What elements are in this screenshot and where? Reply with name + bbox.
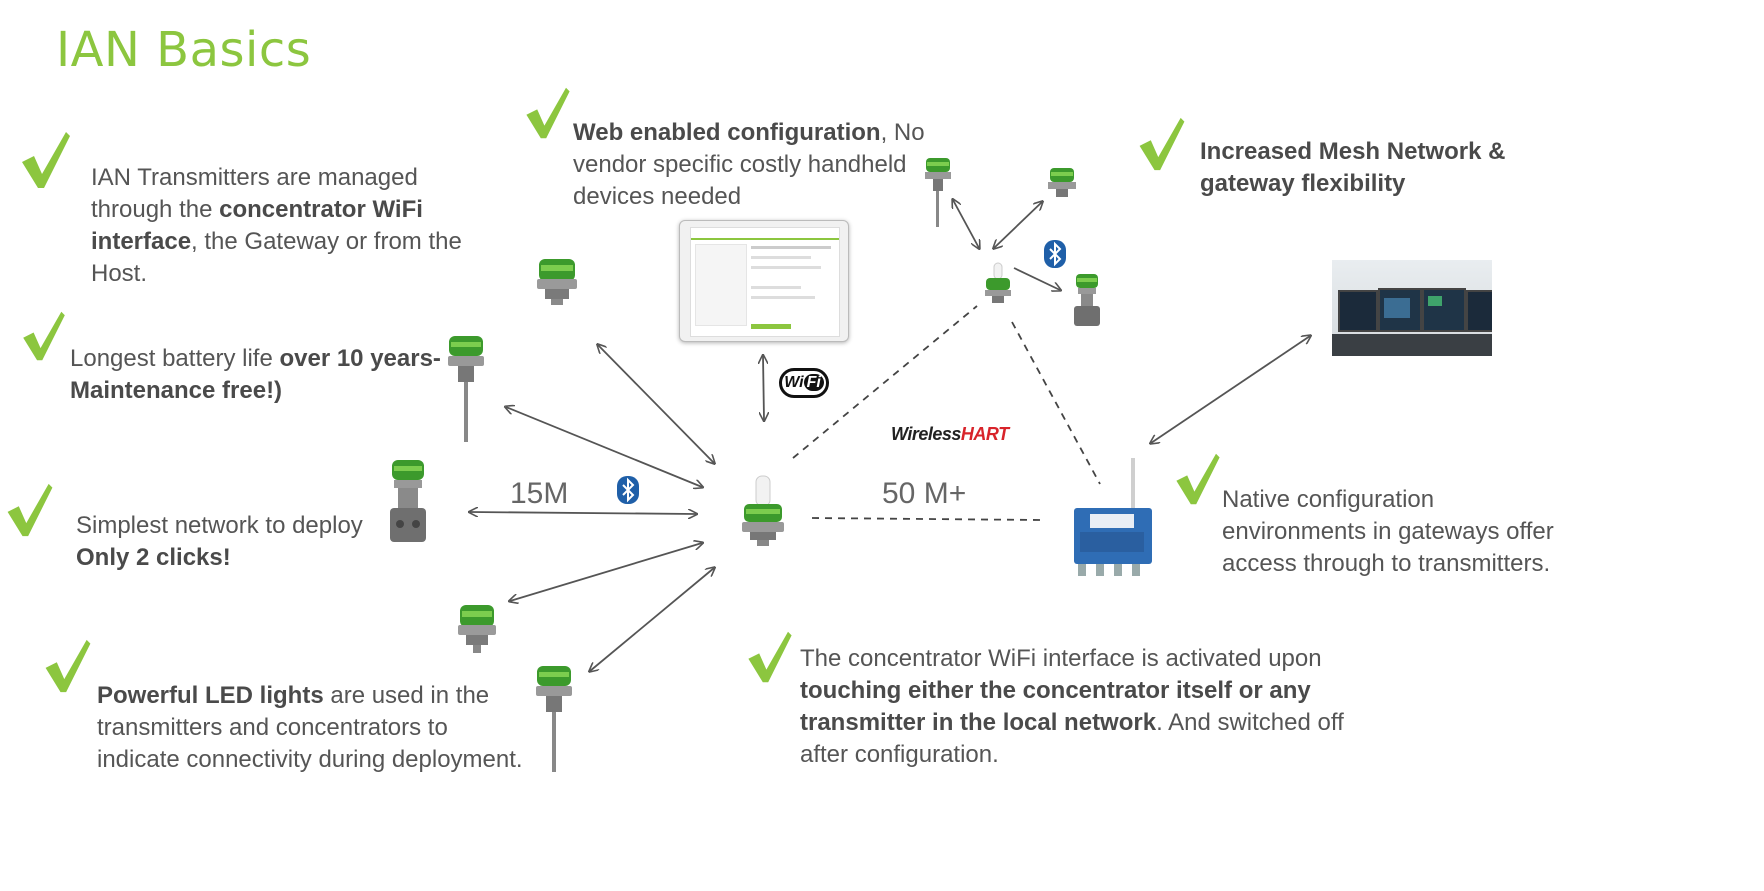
host-monitor <box>1466 290 1492 332</box>
arrow-transmitter-3 <box>470 512 696 514</box>
transmitter-device <box>1048 168 1076 197</box>
host-monitor-display <box>1428 296 1442 306</box>
gateway-device <box>1074 458 1152 576</box>
check-icon <box>7 483 53 537</box>
dashed-concentrator-mesh <box>792 305 978 459</box>
concentrator-device <box>985 262 1011 303</box>
tablet-row <box>751 246 831 249</box>
host-monitor <box>1422 288 1466 332</box>
host-control-room-image <box>1332 260 1492 356</box>
tablet-row <box>751 266 821 269</box>
tablet-apply-button <box>751 324 791 329</box>
callout-native: Native configuration environments in gat… <box>1222 486 1554 577</box>
callout-battery: Longest battery life over 10 years- Main… <box>70 345 441 404</box>
transmitter-device <box>390 460 426 542</box>
callout-led: Powerful LED lights are used in the tran… <box>97 682 523 773</box>
arrow-host <box>1151 336 1310 443</box>
arrow-tablet <box>763 356 764 420</box>
arrow-transmitter-4 <box>510 543 702 601</box>
check-icon <box>22 132 70 188</box>
callout-managed: IAN Transmitters are managed through the… <box>91 164 462 287</box>
arrow-transmitter-2 <box>506 407 702 487</box>
check-icon <box>748 631 792 683</box>
bluetooth-icon <box>617 476 639 504</box>
arrow-mesh-1 <box>953 200 979 248</box>
wirelesshart-logo: WirelessHART <box>891 424 1009 444</box>
transmitter-device <box>536 666 572 772</box>
arrow-transmitter-1 <box>598 345 714 463</box>
check-icon <box>526 87 570 139</box>
check-icon <box>23 311 65 361</box>
tablet-row <box>751 296 815 299</box>
transmitter-device <box>537 259 577 305</box>
distance-wireless-label: 50 M+ <box>882 477 967 510</box>
host-monitor-display <box>1384 298 1410 318</box>
dashed-concentrator-gateway <box>811 517 1041 521</box>
tablet-config-screen <box>679 220 849 342</box>
transmitter-device <box>448 336 484 442</box>
bluetooth-icon <box>1044 240 1066 268</box>
tablet-side-panel <box>695 244 747 326</box>
page-title: IAN Basics <box>56 22 312 78</box>
transmitter-device <box>458 605 496 653</box>
transmitter-device <box>1074 274 1100 326</box>
tablet-screen <box>690 227 840 337</box>
tablet-row <box>751 256 811 259</box>
host-monitor <box>1338 290 1378 332</box>
callout-concentrator: The concentrator WiFi interface is activ… <box>800 645 1344 768</box>
callout-web: Web enabled configuration, No vendor spe… <box>573 119 925 210</box>
host-desk <box>1332 334 1492 356</box>
dashed-mesh-gateway <box>1011 321 1101 485</box>
arrow-mesh-3 <box>1013 267 1060 290</box>
callout-mesh: Increased Mesh Network & gateway flexibi… <box>1200 138 1506 197</box>
arrow-mesh-2 <box>994 202 1042 248</box>
arrow-transmitter-5 <box>590 568 714 671</box>
concentrator-device <box>742 475 784 546</box>
transmitter-device <box>925 158 951 227</box>
check-icon <box>45 639 91 693</box>
tablet-row <box>751 286 801 289</box>
check-icon <box>1176 453 1220 505</box>
tablet-header-bar <box>691 228 839 240</box>
check-icon <box>1139 117 1185 171</box>
